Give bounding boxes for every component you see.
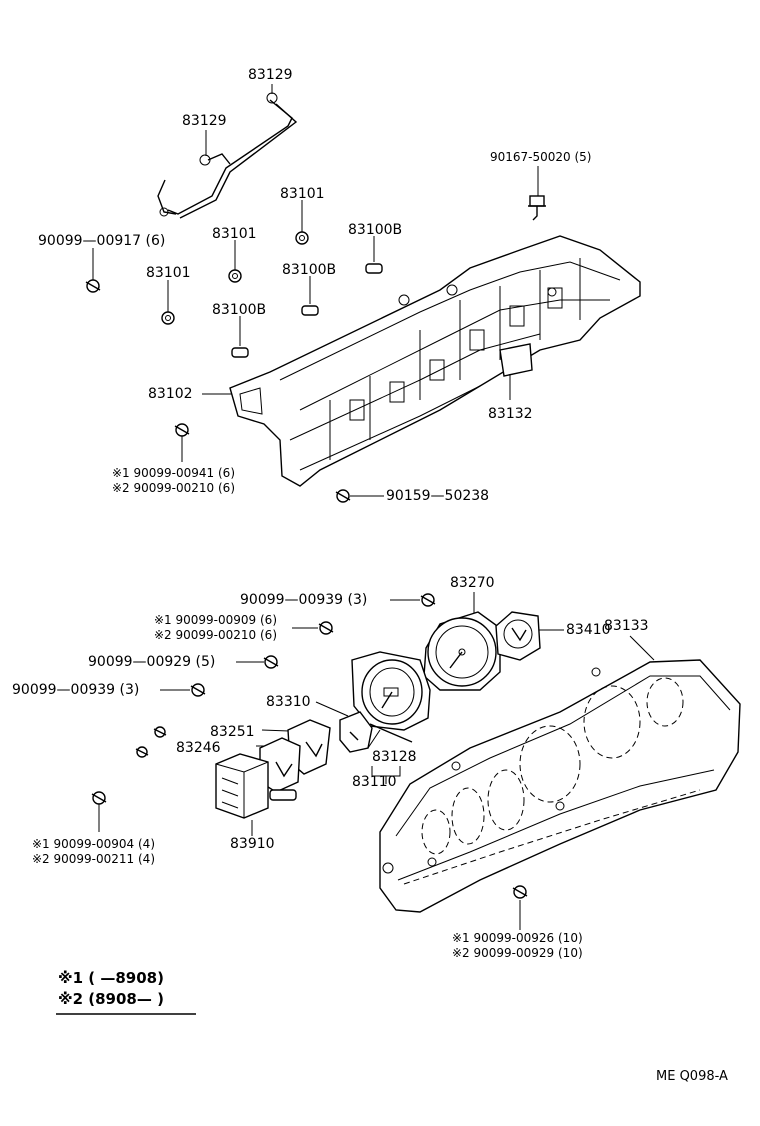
clip-83101-b [228,269,242,283]
part-label-83110: 83110 [352,774,397,790]
part-label-83129-a: 83129 [248,67,293,83]
part-label-83251: 83251 [210,724,255,740]
screw-90099-00929 [263,655,279,669]
figure-code: ME Q098-A [656,1069,728,1084]
part-label-83133: 83133 [604,618,649,634]
bolt-90167-50020 [528,195,546,221]
part-label-90099-00917: 90099—00917 (6) [38,233,166,249]
part-label-90099-00929: 90099—00929 (5) [88,654,216,670]
hose-83129 [157,92,298,219]
screw-90099-00917 [85,279,101,293]
note-label-b2: ※2 90099-00210 (6) [154,628,277,642]
screw-90099-00941 [174,423,190,437]
part-label-83100b-c: 83100B [212,302,267,318]
screw-90099-00904 [91,791,107,805]
screw-90099-00939-b [190,683,206,697]
gauge-83270 [423,611,501,691]
part-label-83128: 83128 [372,749,417,765]
screw-90099-00926 [512,885,528,899]
part-label-83101-b: 83101 [212,226,257,242]
note-label-a1: ※1 90099-00941 (6) [112,466,235,480]
clip-83101-c [161,311,175,325]
part-label-83101-a: 83101 [280,186,325,202]
gauge-speedometer [351,651,431,731]
screw-90159-50238 [335,489,351,503]
gauge-83410 [495,611,541,661]
note-label-d1: ※1 90099-00926 (10) [452,931,583,945]
part-label-83410: 83410 [566,622,611,638]
legend-row-2: ※2 (8908— ) [58,990,164,1008]
housing-83133 [379,659,741,913]
note-label-b1: ※1 90099-00909 (6) [154,613,277,627]
part-label-83102: 83102 [148,386,193,402]
part-label-83129-b: 83129 [182,113,227,129]
panel-83102 [229,235,641,487]
part-label-83132: 83132 [488,406,533,422]
screw-90099-00939-a [420,593,436,607]
part-label-90099-00939-a: 90099—00939 (3) [240,592,368,608]
part-label-83246: 83246 [176,740,221,756]
part-label-90099-00939-b: 90099—00939 (3) [12,682,140,698]
part-label-83100b-b: 83100B [282,262,337,278]
note-label-a2: ※2 90099-00210 (6) [112,481,235,495]
part-label-83100b-a: 83100B [348,222,403,238]
part-label-83101-c: 83101 [146,265,191,281]
part-label-83310: 83310 [266,694,311,710]
legend-row-1: ※1 ( —8908) [58,969,164,987]
part-label-83910: 83910 [230,836,275,852]
screw-small-a [153,726,167,738]
clip-83101-a [295,231,309,245]
screw-90099-00909 [318,621,334,635]
note-label-c2: ※2 90099-00211 (4) [32,852,155,866]
screw-small-b [135,746,149,758]
module-83910 [215,753,297,819]
note-label-d2: ※2 90099-00929 (10) [452,946,583,960]
part-label-90167-50020: 90167-50020 (5) [490,150,592,164]
bulb-83100b-a [365,263,383,274]
note-label-c1: ※1 90099-00904 (4) [32,837,155,851]
part-label-90159-50238: 90159—50238 [386,488,490,504]
bulb-83100b-c [231,347,249,358]
gauge-83310 [339,711,413,753]
part-label-83270: 83270 [450,575,495,591]
bulb-83100b-b [301,305,319,316]
